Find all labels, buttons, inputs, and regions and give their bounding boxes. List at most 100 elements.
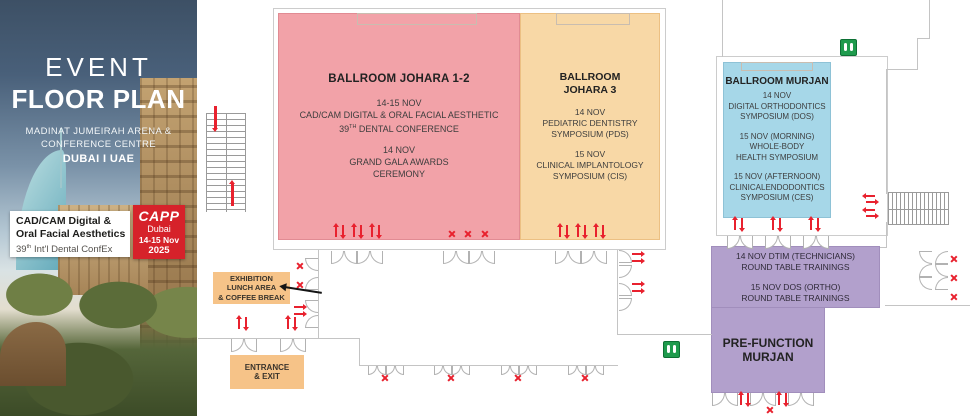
blocked-exit-x-icon [766,406,774,414]
event-title: CLINICALENDODONTICS [729,182,825,192]
blocked-exit-x-icon [381,374,389,382]
label-line: LUNCH AREA [226,283,277,293]
stairs-down-arrow-icon [211,106,217,132]
stairs-direction-arrow-icon [866,212,879,219]
direction-arrows-icon [632,257,645,264]
direction-arrows-icon [368,223,384,239]
burj-mast [60,128,62,188]
blocked-exit-x-icon [581,374,589,382]
door-symbol [619,265,632,278]
door-symbol [727,236,753,249]
hut-roof-illustration [0,322,66,386]
wall-segment [885,305,970,306]
event-date: 14 NOV [382,145,415,155]
room-name: PRE-FUNCTION [722,336,814,350]
direction-arrows-icon [632,250,645,257]
event-title: ROUND TABLE TRAININGS [741,292,850,303]
door-symbol [305,258,318,271]
label-line: & COFFEE BREAK [218,292,285,302]
door-symbol [935,251,948,290]
stairs-up-arrow-icon [228,180,234,206]
door-symbol [331,251,383,264]
event-title: SYMPOSIUM (CES) [740,193,814,203]
direction-arrows-icon [284,315,300,331]
event-name-line2: Oral Facial Aesthetics [16,228,126,240]
event-title: 39TH DENTAL CONFERENCE [339,124,459,134]
event-title: HEALTH SYMPOSIUM [735,152,819,162]
door-symbol [788,393,814,406]
wall-segment [886,69,887,194]
stairs-direction-arrow-icon [862,192,875,199]
room-name: BALLROOM JOHARA 1-2 [328,73,470,85]
direction-arrows-icon [350,223,366,239]
exhibition-lunch-area-label: EXHIBITION LUNCH AREA & COFFEE BREAK [213,272,290,304]
event-date: 14-15 NOV [376,98,422,108]
direction-arrows-icon [556,223,572,239]
direction-arrows-icon [769,216,785,232]
wall-segment [198,338,360,339]
door-symbol [231,339,257,352]
event-title: DIGITAL ORTHODONTICS [728,101,826,111]
area-prefunction-murjan: PRE-FUNCTION MURJAN [711,307,825,393]
door-symbol [555,251,607,264]
event-title: GRAND GALA AWARDS [349,157,449,167]
event-title: CAD/CAM DIGITAL & ORAL FACIAL AESTHETIC [299,110,499,120]
door-symbol [568,366,604,375]
direction-arrows-icon [632,280,645,287]
wall-segment [722,0,723,57]
wall-segment [886,69,918,70]
badge-city: Dubai [147,224,171,234]
badge-dates: 14-15 Nov [138,235,180,245]
blocked-exit-x-icon [296,262,304,270]
event-date: 15 NOV DOS (ORTHO) [750,281,841,292]
badge-year: 2025 [148,245,170,256]
stairs-direction-arrow-icon [866,198,879,205]
blocked-exit-x-icon [950,293,958,301]
event-title: ROUND TABLE TRAININGS [741,261,850,272]
label-line: ENTRANCE [244,362,290,372]
event-title: CLINICAL IMPLANTOLOGY [536,160,644,170]
wall-segment [929,0,930,39]
door-symbol [280,339,306,352]
direction-arrows-icon [235,315,251,331]
label-line: EXHIBITION [230,273,273,283]
venue-line1: MADINAT JUMEIRAH ARENA & [25,126,172,137]
event-date: 15 NOV [574,149,606,159]
blocked-exit-x-icon [950,274,958,282]
promo-panel: EVENT FLOOR PLAN MADINAT JUMEIRAH ARENA … [0,0,197,416]
door-symbol [919,251,932,290]
area-prefunction-trainings: 14 NOV DTIM (TECHNICIANS) ROUND TABLE TR… [711,246,880,308]
door-symbol [619,298,632,311]
door-symbol [368,366,404,375]
blocked-exit-x-icon [481,230,489,238]
panel-title-line1: EVENT [45,52,152,82]
event-title: PEDIATRIC DENTISTRY [542,118,638,128]
room-ballroom-murjan: BALLROOM MURJAN 14 NOV DIGITAL ORTHODONT… [723,62,831,218]
door-symbol [619,250,632,263]
direction-arrows-icon [632,287,645,294]
door-symbol [305,277,318,290]
event-date: 14 NOV [574,107,606,117]
wall-segment [359,338,360,366]
door-symbol [443,251,495,264]
stage-inset [556,13,630,25]
direction-arrows-icon [775,391,791,407]
event-date: 14 NOV [762,91,792,101]
direction-arrows-icon [332,223,348,239]
door-symbol [765,236,791,249]
venue-line2: CONFERENCE CENTRE [40,139,156,150]
door-symbol [803,236,829,249]
event-name-box: CAD/CAM Digital & Oral Facial Aesthetics… [10,211,130,257]
door-symbol [501,366,537,375]
wall-segment [617,250,618,335]
direction-arrows-icon [574,223,590,239]
door-symbol [712,393,738,406]
panel-title-line2: FLOOR PLAN [11,84,186,114]
event-name-line1: CAD/CAM Digital & [16,215,112,227]
room-name: MURJAN [742,350,794,364]
blocked-exit-x-icon [514,374,522,382]
direction-arrows-icon [807,216,823,232]
capp-badge: CAPP Dubai 14-15 Nov 2025 [133,205,185,259]
room-ballroom-johara-3: BALLROOM JOHARA 3 14 NOV PEDIATRIC DENTI… [520,13,660,240]
direction-arrows-icon [294,310,307,317]
